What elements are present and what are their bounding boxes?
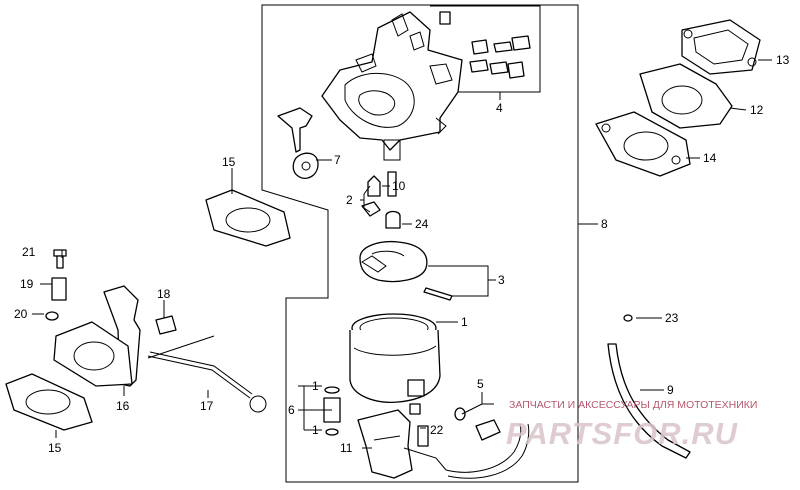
watermark-tagline: ЗАПЧАСТИ И АКСЕССУАРЫ ДЛЯ МОТОТЕХНИКИ [509, 399, 757, 411]
float-chamber [349, 313, 441, 403]
fitting-19 [51, 277, 67, 301]
choke-lever [277, 107, 319, 179]
float [359, 240, 453, 301]
gasket-13 [681, 19, 761, 75]
callout-8: 8 [601, 217, 608, 231]
callout-15b: 15 [48, 441, 62, 455]
callout-23: 23 [665, 311, 679, 325]
callout-2: 2 [346, 193, 353, 207]
drain-bolt [323, 386, 341, 436]
callout-1: 1 [461, 315, 468, 329]
callout-22: 22 [430, 423, 444, 437]
callout-4: 4 [496, 101, 503, 115]
callout-18: 18 [157, 287, 171, 301]
choke-rod [147, 335, 267, 413]
callout-21: 21 [22, 245, 36, 259]
callout-3: 3 [498, 273, 505, 287]
callout-24: 24 [415, 217, 429, 231]
callout-1b: 1 [312, 423, 319, 437]
callout-1a: 1 [312, 379, 319, 393]
nut-20 [45, 311, 59, 321]
pilot-screw-set [439, 11, 531, 79]
grommet-18 [155, 315, 177, 335]
callout-13: 13 [776, 53, 790, 67]
callout-15a: 15 [222, 155, 236, 169]
callout-10: 10 [392, 179, 406, 193]
gasket-14 [595, 111, 691, 177]
float-valve-parts [361, 171, 401, 229]
bracket-16 [53, 285, 141, 387]
callout-17: 17 [200, 399, 214, 413]
fuel-cut-solenoid [357, 403, 447, 479]
screw-5 [454, 407, 501, 441]
callout-12: 12 [750, 103, 764, 117]
fuel-tube [607, 314, 691, 459]
bolt-21 [53, 249, 67, 269]
leader-lines [32, 59, 772, 449]
wire-harness [445, 423, 522, 473]
bolt-22 [417, 425, 429, 447]
watermark-brand: PARTSFOR.RU [506, 416, 739, 451]
callout-9: 9 [667, 383, 674, 397]
assembly-boundary [261, 4, 579, 483]
callout-20: 20 [14, 307, 28, 321]
callout-16: 16 [116, 399, 130, 413]
callout-11: 11 [340, 441, 353, 455]
callout-19: 19 [20, 277, 34, 291]
gasket-15-upper [205, 189, 291, 247]
gasket-15-lower [5, 373, 93, 431]
jet-group-bracket [430, 5, 541, 93]
callout-14: 14 [703, 151, 717, 165]
carburetor-body [321, 11, 463, 161]
callout-7: 7 [334, 153, 341, 167]
insulator-12 [639, 63, 733, 129]
callout-6: 6 [288, 403, 295, 417]
callout-5: 5 [477, 377, 484, 391]
